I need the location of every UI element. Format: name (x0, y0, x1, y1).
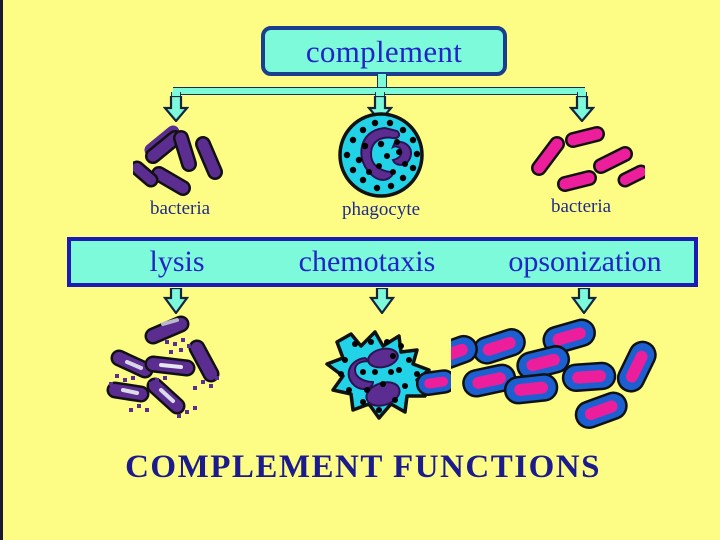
complement-label: complement (305, 33, 463, 69)
complement-source-box[interactable]: complement (261, 26, 507, 76)
bacteria-purple-cluster (133, 125, 223, 196)
page-title: COMPLEMENT FUNCTIONS (125, 449, 601, 485)
down-arrow-icon (571, 288, 597, 314)
organism-label-phagocyte: phagocyte (341, 199, 421, 220)
organism-label-bacteria-right: bacteria (550, 196, 612, 217)
down-arrow-icon (163, 96, 189, 122)
activated-phagocyte (325, 330, 451, 420)
lysed-bacteria-cluster (106, 315, 220, 418)
down-arrow-icon (569, 96, 595, 122)
phagocyte-cell (338, 112, 424, 198)
complement-functions-bar: lysis chemotaxis opsonization (67, 237, 698, 287)
bacteria-magenta-cluster (531, 126, 645, 192)
opsonized-bacteria-cluster (451, 318, 657, 429)
connector-stem-top (377, 74, 387, 89)
function-label-opsonization[interactable]: opsonization (508, 245, 662, 278)
function-label-chemotaxis[interactable]: chemotaxis (298, 245, 436, 278)
down-arrow-icon (163, 288, 189, 314)
function-label-lysis[interactable]: lysis (149, 245, 205, 278)
down-arrow-icon (369, 288, 395, 314)
organism-label-bacteria-left: bacteria (149, 198, 211, 219)
